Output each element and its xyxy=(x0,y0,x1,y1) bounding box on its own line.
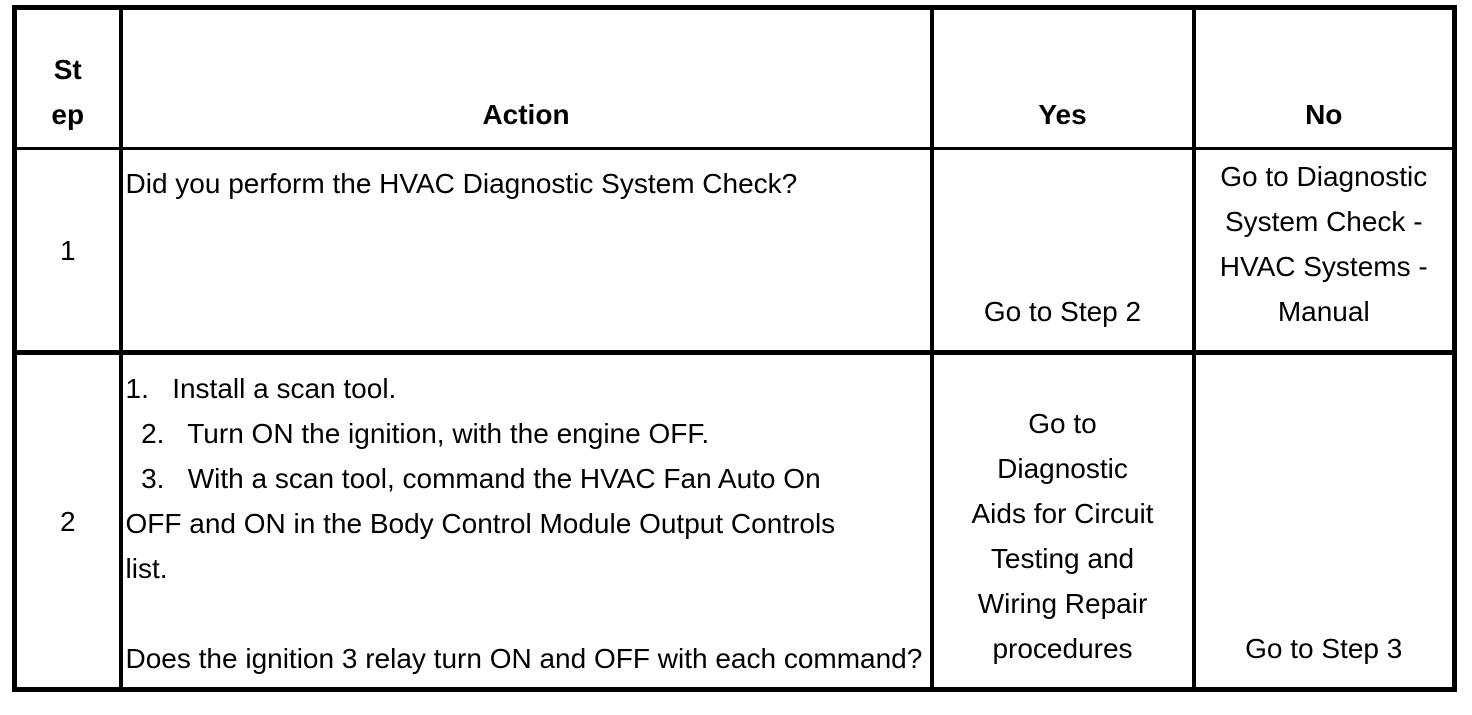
yes-result-cell: Go to Step 2 xyxy=(929,148,1194,355)
no-result-cell: Go to Step 3 xyxy=(1191,352,1455,690)
action-cell: 1. Install a scan tool. 2. Turn ON the i… xyxy=(118,352,932,690)
table-body: 1 Did you perform the HVAC Diagnostic Sy… xyxy=(12,148,1455,690)
action-cell: Did you perform the HVAC Diagnostic Syst… xyxy=(118,148,932,355)
yes-result-cell: Go to Diagnostic Aids for Circuit Testin… xyxy=(929,352,1194,690)
column-header-action: Action xyxy=(118,7,932,150)
table-row-step-1: 1 Did you perform the HVAC Diagnostic Sy… xyxy=(12,148,1455,355)
step-number-cell: 1 xyxy=(12,148,121,355)
table-header: St ep Action Yes No xyxy=(12,7,1455,150)
diagnostic-procedure-table: St ep Action Yes No 1 Did you perform th… xyxy=(12,5,1457,692)
step-number-cell: 2 xyxy=(12,352,121,690)
column-header-yes: Yes xyxy=(929,7,1194,150)
column-header-no: No xyxy=(1191,7,1455,150)
no-result-cell: Go to Diagnostic System Check - HVAC Sys… xyxy=(1191,148,1455,355)
column-header-step: St ep xyxy=(12,7,121,150)
table-row-step-2: 2 1. Install a scan tool. 2. Turn ON the… xyxy=(12,352,1455,690)
header-row: St ep Action Yes No xyxy=(12,7,1455,150)
